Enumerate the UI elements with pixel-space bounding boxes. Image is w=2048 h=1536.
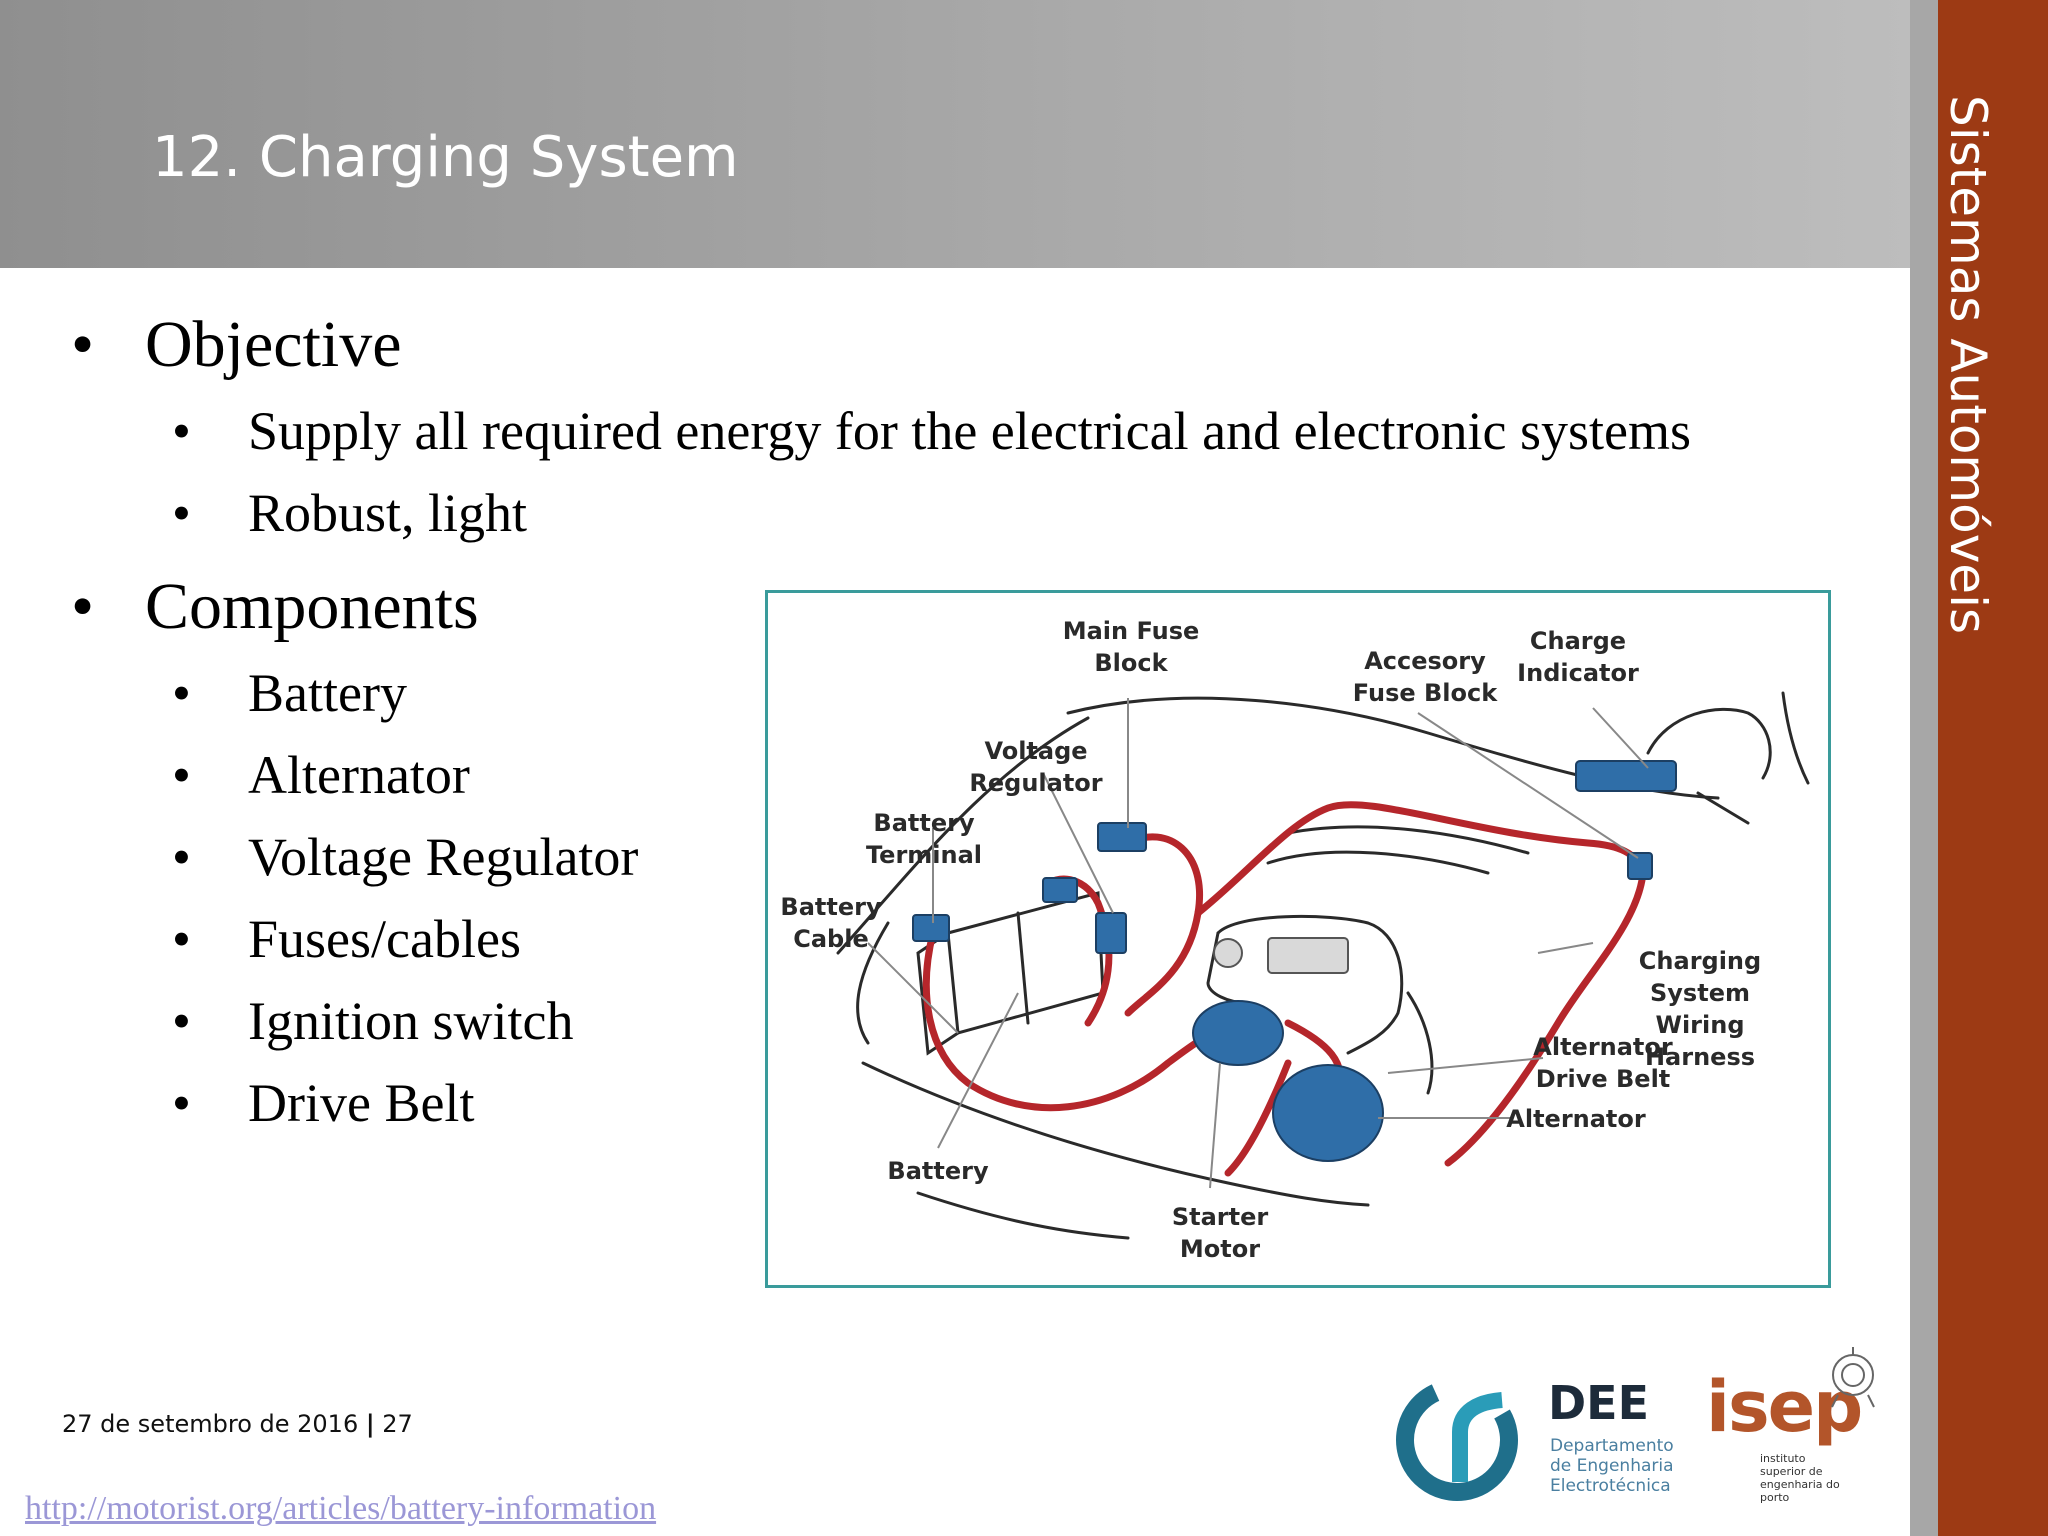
list-item: • Voltage Regulator: [172, 827, 639, 887]
course-label: Sistemas Automóveis: [1939, 95, 1997, 635]
dee-subtitle: Departamento de Engenharia Electrotécnic…: [1550, 1436, 1674, 1496]
list-item: • Battery: [172, 663, 407, 723]
label-alternator: Alternator: [1506, 1105, 1646, 1133]
component-item: Drive Belt: [248, 1073, 475, 1133]
isep-subtitle: instituto superior de engenharia do port…: [1760, 1452, 1840, 1504]
bullet-dot: •: [172, 909, 191, 969]
heading-components: Components: [145, 570, 479, 643]
bullet-dot: •: [71, 308, 95, 381]
bullet-dot: •: [172, 745, 191, 805]
label-starter-motor: Starter Motor: [1171, 1203, 1269, 1263]
bullet-components: • Components: [71, 574, 479, 640]
footer-separator: |: [365, 1410, 375, 1438]
label-accesory-fuse-block: Accesory Fuse Block: [1352, 647, 1498, 707]
footer-date-page: 27 de setembro de 2016 | 27: [62, 1410, 413, 1438]
list-item: • Fuses/cables: [172, 909, 521, 969]
page-number: 27: [382, 1410, 413, 1438]
component-item: Voltage Regulator: [248, 827, 639, 887]
label-battery: Battery: [887, 1157, 989, 1185]
list-item: • Alternator: [172, 745, 470, 805]
bullet-dot: •: [172, 991, 191, 1051]
list-item: • Drive Belt: [172, 1073, 475, 1133]
bullet-dot: •: [172, 827, 191, 887]
charging-system-diagram: Main Fuse Block Accesory Fuse Block Char…: [765, 590, 1831, 1288]
list-item: • Robust, light: [172, 483, 528, 543]
label-charge-indicator: Charge Indicator: [1517, 627, 1639, 687]
label-voltage-regulator: Voltage Regulator: [969, 737, 1103, 797]
component-item: Fuses/cables: [248, 909, 521, 969]
bullet-dot: •: [172, 1073, 191, 1133]
bullet-dot: •: [71, 570, 95, 643]
bullet-objective: • Objective: [71, 312, 402, 378]
list-item: • Ignition switch: [172, 991, 574, 1051]
objective-item: Supply all required energy for the elect…: [248, 401, 1691, 461]
list-item: • Supply all required energy for the ele…: [172, 401, 1691, 461]
dee-logo-icon: [1396, 1379, 1518, 1501]
side-band: [1938, 0, 2048, 1536]
side-divider: [1910, 0, 1938, 1536]
label-battery-terminal: Battery Terminal: [865, 809, 983, 869]
component-item: Alternator: [248, 745, 470, 805]
component-item: Ignition switch: [248, 991, 574, 1051]
isep-logo-word: isep: [1706, 1366, 1863, 1448]
label-battery-cable: Battery Cable: [780, 893, 882, 953]
footer-date: 27 de setembro de 2016: [62, 1410, 359, 1438]
label-alternator-drive-belt: Alternator Drive Belt: [1533, 1033, 1673, 1093]
isep-emblem-icon: [1831, 1347, 1875, 1408]
bullet-dot: •: [172, 401, 191, 461]
engine-bay-drawing: [836, 691, 1810, 1240]
title-bar: 12. Charging System: [0, 0, 1910, 268]
label-main-fuse-block: Main Fuse Block: [1062, 617, 1200, 677]
objective-item: Robust, light: [248, 483, 528, 543]
component-item: Battery: [248, 663, 407, 723]
bullet-dot: •: [172, 663, 191, 723]
dee-title: DEE: [1548, 1376, 1650, 1430]
label-charging-harness: Charging System Wiring Harness: [1638, 947, 1762, 1071]
source-link[interactable]: http://motorist.org/articles/battery-inf…: [25, 1490, 657, 1527]
bullet-dot: •: [172, 483, 191, 543]
slide-title: 12. Charging System: [152, 125, 739, 190]
heading-objective: Objective: [145, 308, 402, 381]
